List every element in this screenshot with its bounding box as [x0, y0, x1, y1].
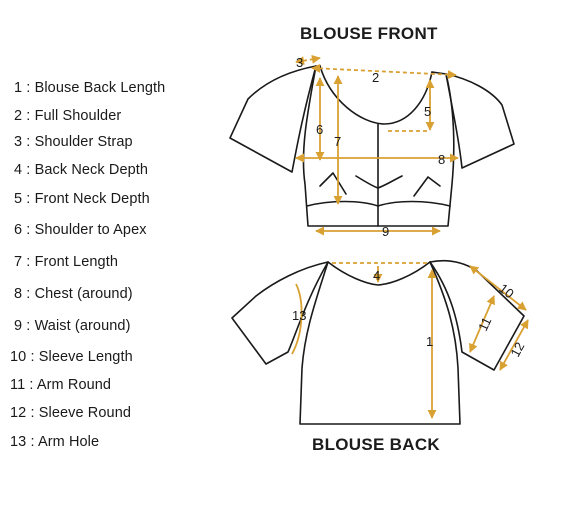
marker-5: 5: [424, 104, 431, 119]
blouse-back-outline: [231, 259, 525, 425]
back-title: BLOUSE BACK: [312, 435, 440, 454]
legend-item-4: 4 : Back Neck Depth: [14, 162, 149, 178]
measurement-legend: 1 : Blouse Back Length 2 : Full Shoulder…: [0, 0, 230, 513]
front-measurements: [295, 54, 459, 236]
legend-number: 3: [14, 134, 23, 150]
marker-4: 4: [373, 268, 380, 283]
back-measurements: [291, 262, 529, 419]
legend-item-3: 3 : Shoulder Strap: [14, 134, 133, 150]
marker-11: 11: [475, 315, 494, 334]
legend-label: Waist (around): [34, 318, 131, 334]
legend-number: 10: [10, 349, 27, 365]
legend-item-13: 13 : Arm Hole: [10, 434, 100, 450]
legend-label: Sleeve Length: [38, 349, 133, 365]
blouse-front-outline: [229, 65, 515, 227]
legend-label: Shoulder Strap: [34, 134, 133, 150]
legend-item-10: 10 : Sleeve Length: [10, 349, 133, 365]
legend-label: Blouse Back Length: [34, 80, 166, 96]
legend-label: Full Shoulder: [34, 108, 122, 124]
legend-label: Front Length: [34, 254, 118, 270]
legend-item-7: 7 : Front Length: [14, 254, 118, 270]
legend-item-6: 6 : Shoulder to Apex: [14, 222, 147, 238]
legend-number: 7: [14, 254, 23, 270]
legend-label: Shoulder to Apex: [34, 222, 147, 238]
marker-13: 13: [292, 308, 306, 323]
legend-label: Sleeve Round: [38, 405, 132, 421]
marker-6: 6: [316, 122, 323, 137]
legend-number: 6: [14, 222, 23, 238]
marker-3: 3: [296, 55, 303, 70]
legend-label: Back Neck Depth: [34, 162, 149, 178]
marker-8: 8: [438, 152, 445, 167]
legend-label: Arm Round: [36, 377, 112, 393]
legend-number: 8: [14, 286, 23, 302]
legend-number: 4: [14, 162, 23, 178]
measurement-markers: 2 3 6 7 5 8 9 4 1 13 10 11 12: [292, 55, 527, 359]
legend-number: 12: [10, 405, 27, 421]
legend-item-1: 1 : Blouse Back Length: [14, 80, 166, 96]
legend-number: 9: [14, 318, 23, 334]
legend-number: 1: [14, 80, 23, 96]
legend-item-9: 9 : Waist (around): [14, 318, 131, 334]
legend-number: 13: [10, 434, 27, 450]
legend-item-5: 5 : Front Neck Depth: [14, 191, 150, 207]
marker-9: 9: [382, 224, 389, 239]
legend-number: 11: [10, 377, 26, 393]
marker-7: 7: [334, 134, 341, 149]
legend-label: Front Neck Depth: [34, 191, 150, 207]
marker-10: 10: [496, 281, 517, 302]
legend-item-2: 2 : Full Shoulder: [14, 108, 122, 124]
marker-2: 2: [372, 70, 379, 85]
marker-12: 12: [507, 340, 527, 360]
front-title: BLOUSE FRONT: [300, 24, 438, 43]
legend-number: 2: [14, 108, 23, 124]
legend-item-8: 8 : Chest (around): [14, 286, 133, 302]
legend-number: 5: [14, 191, 23, 207]
legend-label: Arm Hole: [37, 434, 100, 450]
legend-item-11: 11 : Arm Round: [10, 377, 112, 393]
legend-label: Chest (around): [34, 286, 133, 302]
legend-item-12: 12 : Sleeve Round: [10, 405, 132, 421]
marker-1: 1: [426, 334, 433, 349]
